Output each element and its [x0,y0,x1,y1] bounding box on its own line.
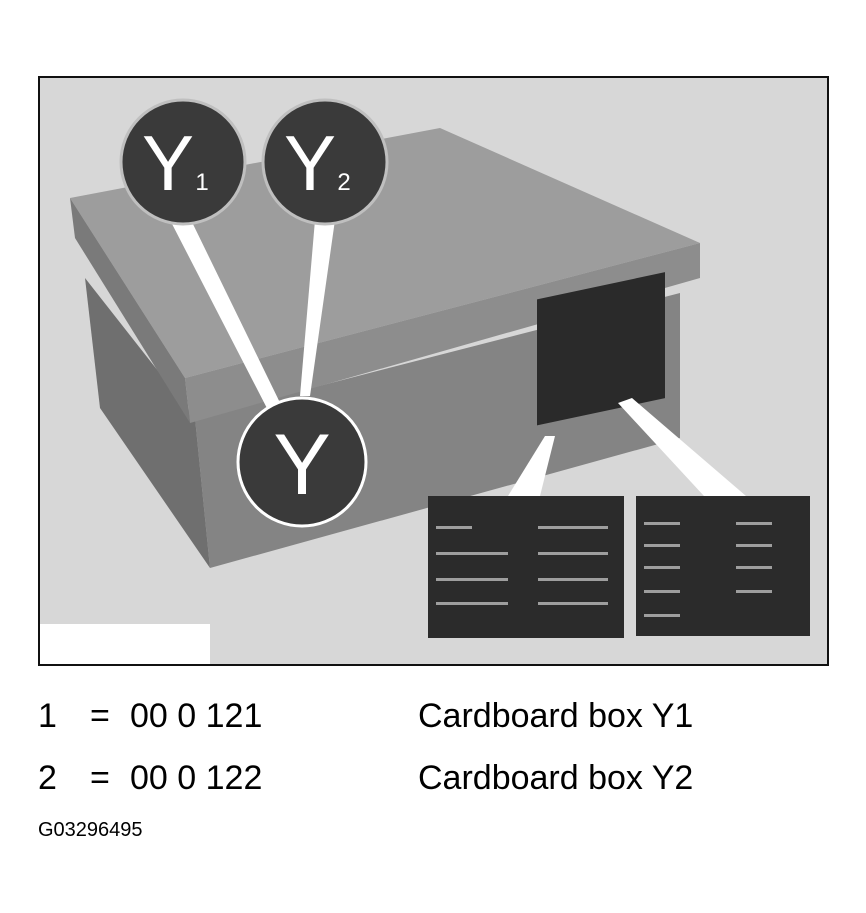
legend-number: 2 [38,759,57,797]
legend-number: 1 [38,697,57,735]
box-lid-front [185,243,700,423]
blank-tag [40,624,210,664]
cardboard-box-illustration: Y 1 Y 2 Y [40,98,810,664]
badge-y1-subscript: 1 [195,169,208,196]
pointer-wedge-label-right [618,398,746,496]
badge-y2-subscript: 2 [337,169,350,196]
pointer-wedge-y1 [170,218,285,418]
box-left-side [85,278,210,568]
box-side-label [537,272,665,426]
legend-description: Cardboard box Y2 [418,759,694,797]
badge-y2: Y 2 [261,98,389,226]
box-lid-left [70,198,190,423]
box-badge-letter: Y [273,417,330,513]
badge-y1-letter: Y [142,119,194,207]
legend-part-number: 00 0 122 [130,759,263,797]
badge-y2-letter: Y [284,119,336,207]
figure-illustration: Y 1 Y 2 Y [38,76,829,666]
legend-equals: = [90,697,110,735]
pointer-wedge-label-left [508,436,555,496]
magnified-label-left [428,496,624,638]
badge-y1: Y 1 [119,98,247,226]
pointer-wedge-y2 [300,220,335,396]
legend-equals: = [90,759,110,797]
box-badge-y: Y [236,396,368,528]
label-fine-print [436,522,772,617]
figure-code: G03296495 [38,819,143,841]
legend-part-number: 00 0 121 [130,697,263,735]
legend-description: Cardboard box Y1 [418,697,694,735]
